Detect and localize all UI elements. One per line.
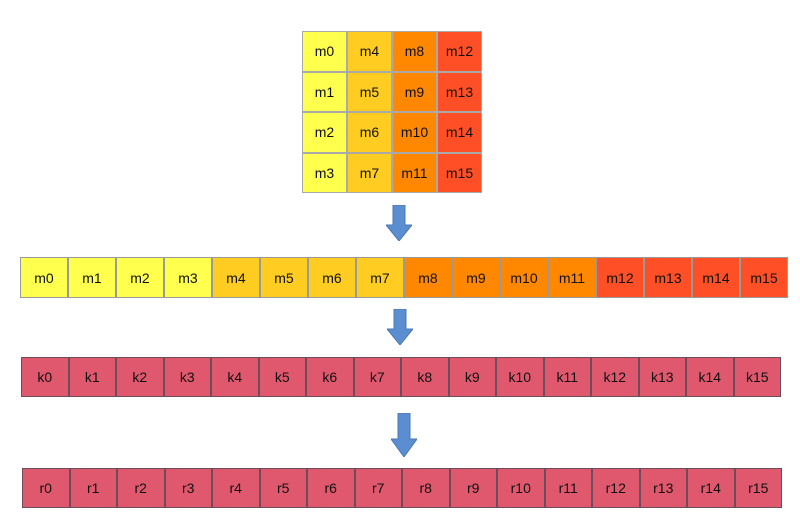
matrix-cell: m7 [347, 152, 392, 193]
flattened-cell: m3 [164, 257, 212, 298]
matrix-cell: m10 [392, 112, 437, 153]
key-cell: k11 [543, 357, 591, 397]
flattened-cell: m4 [212, 257, 260, 298]
result-cell: r1 [69, 468, 117, 508]
result-cell: r15 [734, 468, 782, 508]
result-cell: r10 [497, 468, 545, 508]
flattened-cell: m14 [692, 257, 740, 298]
key-cell: k2 [116, 357, 164, 397]
result-cell: r7 [354, 468, 402, 508]
down-arrow-icon-2 [387, 309, 413, 345]
flattened-cell: m15 [740, 257, 788, 298]
matrix-cell: m15 [437, 152, 482, 193]
matrix-cell: m14 [437, 112, 482, 153]
flattened-cell: m13 [644, 257, 692, 298]
key-cell: k8 [401, 357, 449, 397]
key-cell: k1 [68, 357, 116, 397]
result-cell: r3 [164, 468, 212, 508]
flattened-cell: m0 [20, 257, 68, 298]
down-arrow-icon-1 [386, 205, 412, 241]
result-cell: r2 [117, 468, 165, 508]
flattened-cell: m7 [356, 257, 404, 298]
matrix-cell: m6 [347, 112, 392, 153]
matrix-cell: m3 [302, 152, 347, 193]
result-cell: r12 [592, 468, 640, 508]
result-cell: r9 [449, 468, 497, 508]
key-cell: k3 [163, 357, 211, 397]
flattened-cell: m8 [404, 257, 452, 298]
key-cell: k6 [306, 357, 354, 397]
flattened-cell: m9 [452, 257, 500, 298]
result-cell: r13 [639, 468, 687, 508]
matrix-cell: m8 [392, 31, 437, 72]
key-cell: k12 [591, 357, 639, 397]
matrix-cell: m11 [392, 152, 437, 193]
key-cell: k10 [496, 357, 544, 397]
result-cell: r6 [307, 468, 355, 508]
flattened-cell: m11 [548, 257, 596, 298]
flattened-cell: m2 [116, 257, 164, 298]
result-cell: r8 [402, 468, 450, 508]
key-cell: k5 [258, 357, 306, 397]
flattened-cell: m5 [260, 257, 308, 298]
matrix-cell: m4 [347, 31, 392, 72]
result-cell: r5 [259, 468, 307, 508]
down-arrow-icon-3 [391, 413, 417, 457]
result-cell: r11 [544, 468, 592, 508]
matrix-cell: m5 [347, 71, 392, 112]
key-cell: k0 [21, 357, 69, 397]
key-cell: k13 [638, 357, 686, 397]
matrix-cell: m12 [437, 31, 482, 72]
matrix-cell: m9 [392, 71, 437, 112]
flattened-cell: m12 [596, 257, 644, 298]
result-cell: r14 [687, 468, 735, 508]
key-cell: k7 [353, 357, 401, 397]
matrix-cell: m1 [302, 71, 347, 112]
key-cell: k9 [448, 357, 496, 397]
flattened-cell: m6 [308, 257, 356, 298]
matrix-cell: m0 [302, 31, 347, 72]
flattened-cell: m10 [500, 257, 548, 298]
result-cell: r4 [212, 468, 260, 508]
flattened-cell: m1 [68, 257, 116, 298]
key-cell: k15 [733, 357, 781, 397]
matrix-cell: m13 [437, 71, 482, 112]
key-cell: k4 [211, 357, 259, 397]
result-cell: r0 [22, 468, 70, 508]
key-cell: k14 [686, 357, 734, 397]
matrix-cell: m2 [302, 112, 347, 153]
